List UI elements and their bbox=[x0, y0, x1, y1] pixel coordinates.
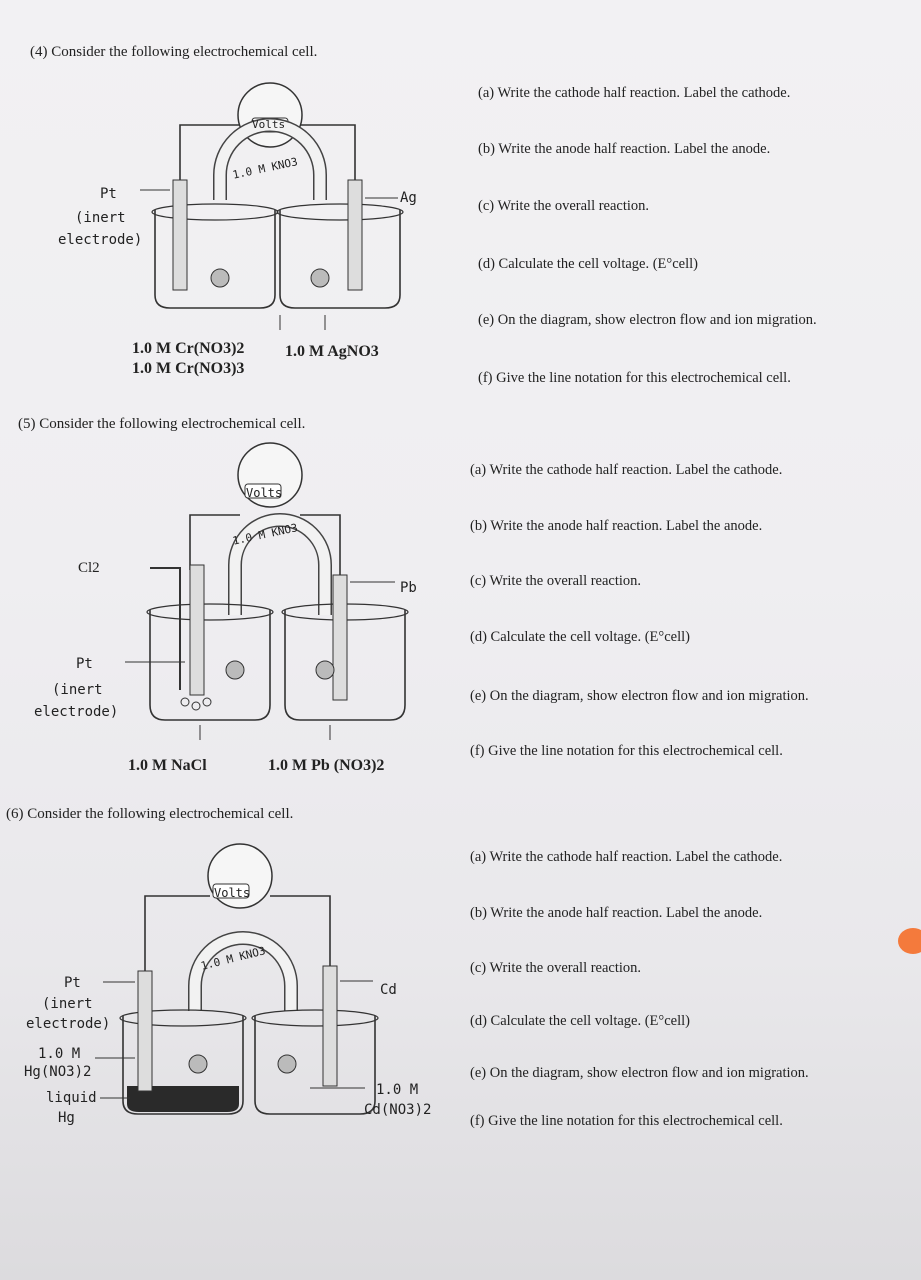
right-electrode-label: Cd bbox=[380, 982, 397, 998]
problem-6-cell-diagram bbox=[95, 843, 379, 1115]
problem-4-header: (4) Consider the following electrochemic… bbox=[30, 44, 318, 60]
problem-5-question-b: (b) Write the anode half reaction. Label… bbox=[470, 518, 763, 534]
problem-5-header: (5) Consider the following electrochemic… bbox=[18, 416, 306, 432]
right-solution-label: 1.0 M AgNO3 bbox=[285, 343, 379, 360]
left-solution-label-2: Hg(NO3)2 bbox=[24, 1064, 92, 1080]
problem-6-question-c: (c) Write the overall reaction. bbox=[470, 960, 642, 976]
problem-4-question-b: (b) Write the anode half reaction. Label… bbox=[478, 141, 771, 157]
problem-5-cell-diagram bbox=[125, 442, 409, 740]
problem-5-question-f: (f) Give the line notation for this elec… bbox=[470, 743, 783, 759]
left-electrode-label: Pt bbox=[100, 186, 117, 202]
problem-6-question-d: (d) Calculate the cell voltage. (E°cell) bbox=[470, 1013, 690, 1029]
voltmeter-label: Volts bbox=[252, 118, 286, 131]
problem-6-header: (6) Consider the following electrochemic… bbox=[6, 806, 294, 822]
left-beaker-icon bbox=[154, 210, 276, 309]
right-beaker-icon bbox=[254, 1016, 376, 1115]
left-electrode-label: Pt bbox=[64, 975, 81, 991]
problem-6-question-e: (e) On the diagram, show electron flow a… bbox=[470, 1065, 809, 1081]
liquid-hg-icon bbox=[127, 1086, 239, 1112]
problem-5-question-d: (d) Calculate the cell voltage. (E°cell) bbox=[470, 629, 690, 645]
liquid-label-2: Hg bbox=[58, 1110, 75, 1126]
left-electrode-note2: electrode) bbox=[34, 704, 119, 720]
left-solution-label: 1.0 M NaCl bbox=[128, 757, 207, 774]
problem-5-question-e: (e) On the diagram, show electron flow a… bbox=[470, 688, 809, 704]
left-electrode-note2: electrode) bbox=[58, 232, 143, 248]
gas-inlet-tube-icon bbox=[150, 567, 181, 690]
pt-electrode-icon bbox=[137, 970, 153, 1092]
problem-6-question-a: (a) Write the cathode half reaction. Lab… bbox=[470, 849, 783, 865]
gas-label: Cl2 bbox=[78, 560, 100, 576]
liquid-label-1: liquid bbox=[46, 1090, 97, 1106]
right-beaker-icon bbox=[279, 210, 401, 309]
left-electrode-note1: (inert bbox=[52, 682, 103, 698]
left-beaker-icon bbox=[149, 610, 271, 721]
right-electrode-label: Ag bbox=[400, 190, 417, 206]
ag-electrode-icon bbox=[347, 179, 363, 291]
left-electrode-label: Pt bbox=[76, 656, 93, 672]
left-electrode-note2: electrode) bbox=[26, 1016, 111, 1032]
problem-4-question-e: (e) On the diagram, show electron flow a… bbox=[478, 312, 817, 328]
problem-5-question-a: (a) Write the cathode half reaction. Lab… bbox=[470, 462, 783, 478]
orange-marker-icon bbox=[898, 928, 921, 954]
problem-4-question-f: (f) Give the line notation for this elec… bbox=[478, 370, 791, 386]
problem-5-question-c: (c) Write the overall reaction. bbox=[470, 573, 642, 589]
pt-electrode-icon bbox=[189, 564, 205, 696]
right-solution-label-1: 1.0 M bbox=[376, 1082, 419, 1098]
pt-electrode-icon bbox=[172, 179, 188, 291]
problem-6-question-b: (b) Write the anode half reaction. Label… bbox=[470, 905, 763, 921]
right-beaker-icon bbox=[284, 610, 406, 721]
problem-4-cell-diagram bbox=[140, 82, 404, 330]
left-solution-label-1: 1.0 M Cr(NO3)2 bbox=[132, 340, 245, 357]
problem-4-question-a: (a) Write the cathode half reaction. Lab… bbox=[478, 85, 791, 101]
problem-4-question-d: (d) Calculate the cell voltage. (E°cell) bbox=[478, 256, 698, 272]
right-solution-label-2: Cd(NO3)2 bbox=[364, 1102, 432, 1118]
left-electrode-note1: (inert bbox=[42, 996, 93, 1012]
problem-4-question-c: (c) Write the overall reaction. bbox=[478, 198, 650, 214]
voltmeter-label: Volts bbox=[246, 486, 283, 500]
cd-electrode-icon bbox=[322, 965, 338, 1087]
voltmeter-label: Volts bbox=[214, 886, 251, 900]
problem-6-question-f: (f) Give the line notation for this elec… bbox=[470, 1113, 783, 1129]
right-electrode-label: Pb bbox=[400, 580, 417, 596]
left-beaker-icon bbox=[122, 1016, 244, 1115]
left-electrode-note1: (inert bbox=[75, 210, 126, 226]
left-solution-label-2: 1.0 M Cr(NO3)3 bbox=[132, 360, 245, 377]
right-solution-label: 1.0 M Pb (NO3)2 bbox=[268, 757, 385, 774]
left-solution-label-1: 1.0 M bbox=[38, 1046, 81, 1062]
pb-electrode-icon bbox=[332, 574, 348, 701]
